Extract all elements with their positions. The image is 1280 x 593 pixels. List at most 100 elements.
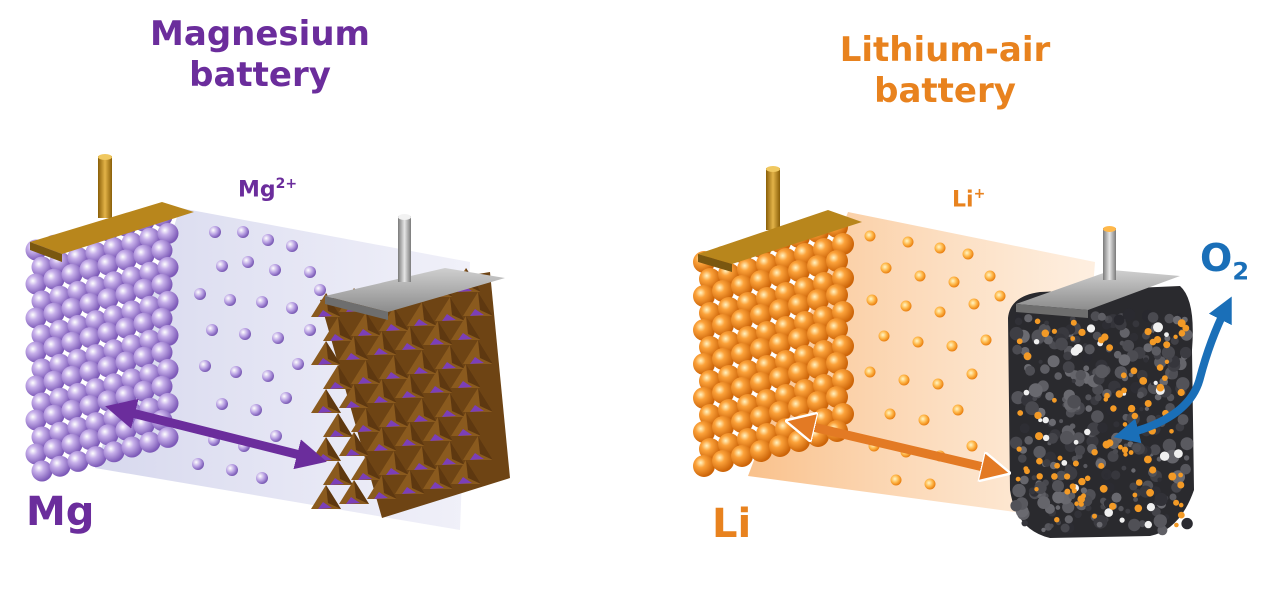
li-atom: [769, 299, 791, 321]
li-particle: [1016, 446, 1022, 452]
li-particle: [1106, 344, 1113, 351]
mg-ion: [286, 302, 298, 314]
mg-atom: [61, 263, 83, 285]
carbon-particle: [1085, 505, 1092, 512]
carbon-particle: [1056, 470, 1067, 481]
li-particle: [1023, 352, 1032, 361]
cathode-mg-site: [458, 333, 472, 340]
carbon-particle: [1121, 465, 1127, 471]
carbon-particle: [1037, 496, 1051, 509]
cathode-mg-site: [430, 386, 444, 393]
cathode-mg-site: [358, 377, 372, 384]
li-particle: [1034, 411, 1042, 420]
cathode-mg-site: [358, 473, 372, 480]
mg-atom: [25, 307, 47, 329]
li-atom: [731, 377, 753, 399]
li-atom: [832, 335, 854, 357]
carbon-particle: [1052, 491, 1065, 504]
cathode-mg-site: [414, 415, 428, 422]
cathode-crystal-shade: [438, 465, 453, 489]
carbon-particle: [1019, 475, 1029, 485]
li-particle: [1177, 481, 1185, 489]
carbon-particle: [1139, 407, 1144, 412]
mg-atom: [133, 244, 155, 266]
carbon-highlight: [1033, 339, 1040, 345]
cathode-crystal-shade: [382, 427, 397, 451]
carbon-particle: [1122, 308, 1136, 322]
li-particle: [1041, 329, 1050, 338]
cathode-crystal-shade: [326, 485, 341, 509]
li-ion: [866, 294, 878, 306]
carbon-particle: [1047, 432, 1058, 444]
li-particle: [1131, 412, 1139, 420]
cathode-crystal-shade: [394, 355, 409, 379]
mg-ion: [242, 256, 254, 268]
cathode-crystal-shade: [478, 340, 493, 364]
cathode-crystal-shade: [382, 475, 397, 499]
cathode-crystal-shade: [450, 345, 465, 369]
cathode-mg-site: [458, 429, 472, 436]
li-ion: [968, 298, 980, 310]
li-particle: [1052, 397, 1057, 403]
cathode-mg-site: [386, 468, 400, 475]
li-particle: [1177, 388, 1185, 397]
cathode-crystal-shade: [354, 336, 369, 360]
li-ion: [952, 404, 964, 416]
cathode-mg-site: [318, 310, 332, 317]
cathode-mg-site: [374, 444, 388, 451]
carbon-particle: [1125, 508, 1131, 514]
li-ion: [946, 340, 958, 352]
o2-base: O: [1200, 236, 1233, 280]
carbon-particle: [1138, 520, 1146, 528]
mg-arrow-icon: [105, 398, 327, 470]
li-atom: [769, 435, 791, 457]
mg-ion-base: Mg: [238, 177, 276, 203]
cathode-mg-site: [358, 425, 372, 432]
li-atom: [807, 357, 829, 379]
li-atom: [750, 304, 772, 326]
cathode-crystal-shade: [326, 341, 341, 365]
mg-atom: [85, 446, 107, 468]
lithium-air-battery-title: Lithium-air battery: [790, 30, 1100, 112]
magnesium-battery-title: Magnesium battery: [110, 14, 410, 96]
li-particle: [1036, 473, 1043, 480]
cathode-mg-site: [346, 353, 360, 360]
carbon-highlight: [1086, 324, 1096, 333]
li-particle: [1178, 502, 1184, 508]
cathode-mg-site: [402, 439, 416, 446]
mg-ion: [269, 264, 281, 276]
li-atom: [712, 382, 734, 404]
cathode-mg-site: [402, 343, 416, 350]
carbon-highlight: [1153, 380, 1158, 385]
carbon-particle: [1086, 435, 1099, 448]
cathode-crystal-shade: [394, 403, 409, 427]
li-atom: [788, 260, 810, 282]
cathode-mg-site: [346, 401, 360, 408]
cathode-crystal-shade: [366, 408, 381, 432]
cathode-crystal-shade: [422, 446, 437, 470]
li-ion: [994, 290, 1006, 302]
carbon-particle: [1062, 361, 1075, 374]
carbon-particle: [1054, 372, 1062, 380]
li-atom: [731, 343, 753, 365]
li-particle: [1072, 460, 1079, 467]
li-particle: [1054, 462, 1060, 469]
mg-atom: [151, 273, 173, 295]
mg-atom: [79, 429, 101, 451]
li-particle: [1078, 328, 1086, 336]
li-atom: [750, 440, 772, 462]
li-atom: [826, 284, 848, 306]
carbon-particle: [1025, 401, 1039, 416]
carbon-highlight: [1174, 449, 1183, 458]
carbon-particle: [1010, 500, 1022, 512]
carbon-particle: [1059, 419, 1064, 424]
li-atom: [750, 270, 772, 292]
li-ion: [900, 300, 912, 312]
carbon-particle: [1060, 430, 1074, 445]
li-particle: [1064, 488, 1071, 495]
li-atom: [693, 353, 715, 375]
mg-ion: [286, 240, 298, 252]
li-particle: [1149, 338, 1157, 346]
li-particle: [1101, 333, 1109, 341]
mg-ion: [270, 430, 282, 442]
